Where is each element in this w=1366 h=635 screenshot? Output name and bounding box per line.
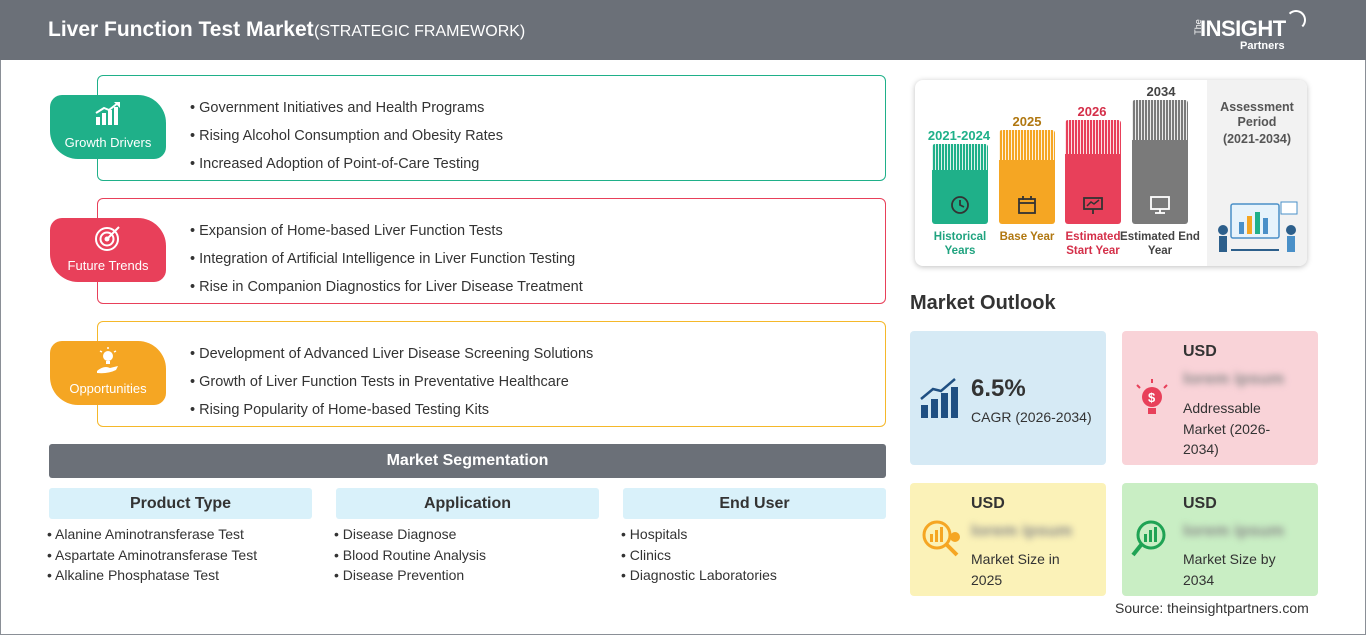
logo-partners: Partners: [1240, 40, 1285, 52]
segment-list-product-type: Alanine Aminotransferase Test Aspartate …: [47, 524, 257, 586]
target-icon: [95, 226, 120, 251]
segment-heading-end-user: End User: [623, 488, 886, 519]
list-item: Rising Popularity of Home-based Testing …: [190, 396, 593, 424]
list-item: Rising Alcohol Consumption and Obesity R…: [190, 122, 503, 150]
market-outlook-title: Market Outlook: [910, 292, 1056, 314]
growth-drivers-badge: Growth Drivers: [50, 95, 166, 159]
growth-bars-icon: [920, 378, 958, 418]
bar-label-start: Estimated Start Year: [1065, 231, 1121, 257]
presentation-icon: [1083, 197, 1103, 214]
segment-list-application: Disease Diagnose Blood Routine Analysis …: [334, 524, 486, 586]
calendar-icon: [1018, 196, 1036, 214]
segment-list-end-user: Hospitals Clinics Diagnostic Laboratorie…: [621, 524, 777, 586]
addressable-market-card: USD lorem ipsum Addressable Market (2026…: [1122, 331, 1318, 465]
year-label-base: 2025: [1012, 114, 1042, 129]
timeline-bar-historical: [932, 144, 988, 224]
currency-label: USD: [1183, 495, 1217, 512]
list-item: Diagnostic Laboratories: [621, 565, 777, 586]
lightbulb-hand-icon: [97, 347, 118, 374]
logo-arc-icon: [1286, 10, 1306, 30]
list-item: Disease Diagnose: [334, 524, 486, 545]
assessment-title: Assessment Period: [1220, 100, 1294, 129]
market-size-2025-label: Market Size in 2025: [971, 551, 1060, 588]
currency-label: USD: [1183, 343, 1217, 360]
year-label-end: 2034: [1146, 84, 1176, 99]
logo-insight: INSIGHT: [1200, 16, 1286, 41]
cagr-card: 6.5% CAGR (2026-2034): [910, 331, 1106, 465]
list-item: Increased Adoption of Point-of-Care Test…: [190, 150, 503, 178]
segment-heading-application: Application: [336, 488, 599, 519]
bar-label-end: Estimated End Year: [1120, 231, 1200, 257]
list-item: Clinics: [621, 545, 777, 566]
list-item: Hospitals: [621, 524, 777, 545]
list-item: Aspartate Aminotransferase Test: [47, 545, 257, 566]
segment-heading-product-type: Product Type: [49, 488, 312, 519]
badge-label: Growth Drivers: [64, 135, 152, 150]
magnifier-chart-icon: [1131, 520, 1166, 557]
future-trends-badge: Future Trends: [50, 218, 166, 282]
opportunities-box: Development of Advanced Liver Disease Sc…: [97, 321, 886, 427]
bar-label-base: Base Year: [999, 231, 1055, 243]
svg-text:$: $: [1148, 390, 1156, 405]
segmentation-title: Market Segmentation: [49, 444, 886, 478]
history-icon: [951, 196, 969, 214]
list-item: Expansion of Home-based Liver Function T…: [190, 217, 583, 245]
list-item: Alanine Aminotransferase Test: [47, 524, 257, 545]
monitor-chart-icon: [1150, 196, 1170, 214]
timeline-bar-start: [1065, 120, 1121, 224]
blurred-value: lorem ipsum: [1183, 521, 1285, 540]
list-item: Government Initiatives and Health Progra…: [190, 94, 503, 122]
dollar-bulb-icon: $: [1136, 379, 1168, 414]
page-title: Liver Function Test Market: [48, 18, 314, 41]
source-credit: Source: theinsightpartners.com: [1115, 600, 1309, 616]
blurred-value: lorem ipsum: [1183, 369, 1285, 388]
brand-logo[interactable]: The INSIGHT Partners: [1190, 10, 1320, 54]
bar-label-historical: Historical Years: [933, 231, 987, 257]
header-bar: Liver Function Test Market (STRATEGIC FR…: [0, 0, 1366, 60]
timeline-bar-base: [999, 130, 1055, 224]
magnifier-coins-icon: [922, 520, 960, 557]
year-label-historical: 2021-2024: [927, 128, 991, 143]
addressable-market-label: Addressable Market (2026-2034): [1183, 400, 1271, 457]
analytics-people-icon: [1218, 201, 1298, 252]
badge-label: Opportunities: [69, 381, 147, 396]
list-item: Disease Prevention: [334, 565, 486, 586]
cagr-label: CAGR (2026-2034): [971, 409, 1092, 425]
blurred-value: lorem ipsum: [971, 521, 1073, 540]
market-size-2034-card: USD lorem ipsum Market Size by 2034: [1122, 483, 1318, 596]
market-size-2034-label: Market Size by 2034: [1183, 551, 1276, 588]
opportunities-badge: Opportunities: [50, 341, 166, 405]
growth-chart-icon: [95, 102, 120, 125]
page-subtitle: (STRATEGIC FRAMEWORK): [314, 23, 526, 40]
list-item: Growth of Liver Function Tests in Preven…: [190, 368, 593, 396]
badge-label: Future Trends: [67, 258, 149, 273]
assessment-period: (2021-2034): [1222, 132, 1292, 146]
list-item: Rise in Companion Diagnostics for Liver …: [190, 273, 583, 301]
market-size-2025-card: USD lorem ipsum Market Size in 2025: [910, 483, 1106, 596]
list-item: Development of Advanced Liver Disease Sc…: [190, 340, 593, 368]
growth-drivers-box: Government Initiatives and Health Progra…: [97, 75, 886, 181]
cagr-value: 6.5%: [971, 375, 1026, 402]
currency-label: USD: [971, 495, 1005, 512]
assessment-period-panel: Assessment Period (2021-2034): [1207, 80, 1307, 266]
list-item: Integration of Artificial Intelligence i…: [190, 245, 583, 273]
year-label-start: 2026: [1077, 104, 1107, 119]
list-item: Alkaline Phosphatase Test: [47, 565, 257, 586]
timeline-bar-end: [1132, 100, 1188, 224]
list-item: Blood Routine Analysis: [334, 545, 486, 566]
future-trends-box: Expansion of Home-based Liver Function T…: [97, 198, 886, 304]
